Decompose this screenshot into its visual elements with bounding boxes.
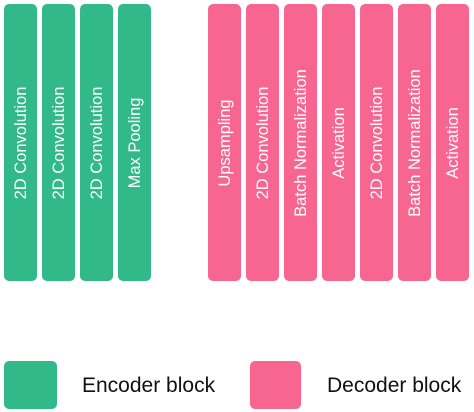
decoder-layer: 2D Convolution	[360, 4, 393, 281]
encoder-layer: 2D Convolution	[42, 4, 75, 281]
layer-label: Upsampling	[215, 98, 234, 187]
decoder-layer: Activation	[322, 4, 355, 281]
layer-label: 2D Convolution	[87, 86, 106, 199]
layer-label: 2D Convolution	[49, 86, 68, 199]
layer-label: Batch Normalization	[405, 68, 424, 217]
layer-label: Batch Normalization	[291, 68, 310, 217]
decoder-layer: Activation	[436, 4, 469, 281]
encoder-legend-swatch	[4, 361, 57, 409]
layer-label: Max Pooling	[125, 97, 144, 188]
decoder-layer: Batch Normalization	[284, 4, 317, 281]
decoder-layer: 2D Convolution	[246, 4, 279, 281]
encoder-layer: 2D Convolution	[4, 4, 37, 281]
encoder-layer: 2D Convolution	[80, 4, 113, 281]
layer-label: 2D Convolution	[253, 86, 272, 199]
decoder-legend-label: Decoder block	[327, 374, 462, 397]
layer-label: Activation	[329, 106, 348, 179]
encoder-legend-label: Encoder block	[82, 374, 216, 397]
layer-label: Activation	[443, 106, 462, 179]
decoder-layer: Upsampling	[208, 4, 241, 281]
layer-label: 2D Convolution	[11, 86, 30, 199]
decoder-legend-swatch	[250, 361, 301, 409]
encoder-layer: Max Pooling	[118, 4, 151, 281]
layer-label: 2D Convolution	[367, 86, 386, 199]
decoder-layer: Batch Normalization	[398, 4, 431, 281]
